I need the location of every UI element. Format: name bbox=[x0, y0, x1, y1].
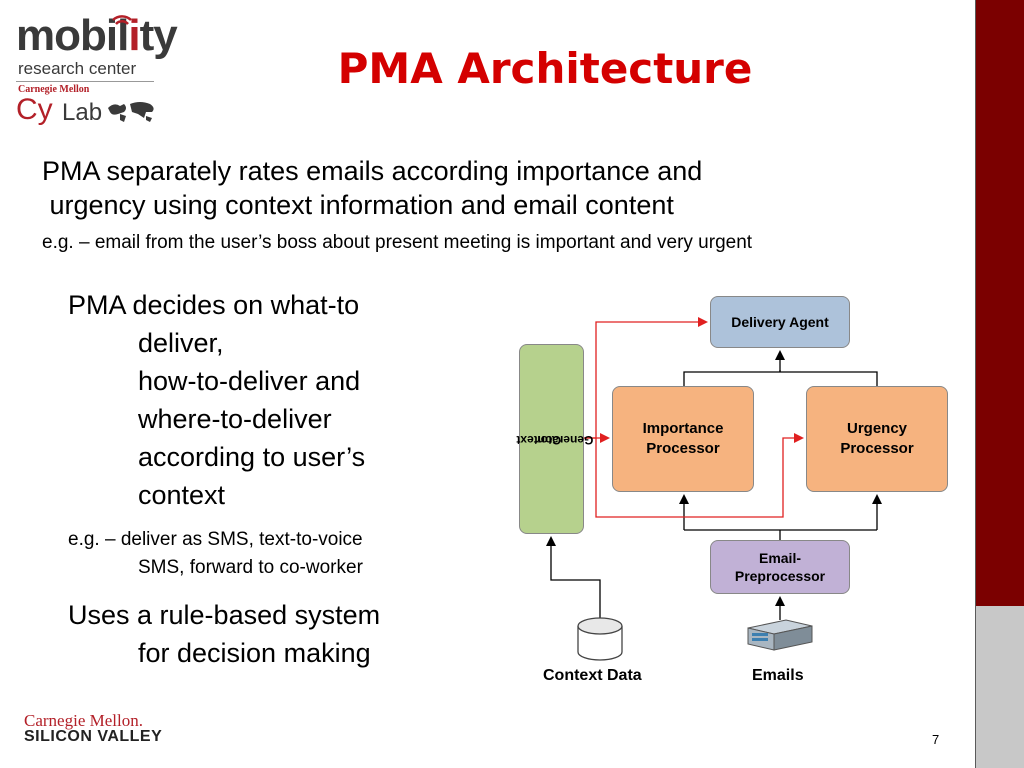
slide-title: PMA Architecture bbox=[337, 44, 753, 93]
intro-paragraph: PMA separately rates emails according im… bbox=[42, 154, 942, 222]
context-to-urgency-arrow bbox=[595, 433, 804, 518]
left-bullet-text: PMA decides on what-to deliver, how-to-d… bbox=[68, 286, 468, 672]
bullet-line: deliver, bbox=[138, 328, 224, 358]
bullet-line: for decision making bbox=[138, 638, 371, 668]
wifi-signal-icon bbox=[112, 15, 132, 25]
intro-example: e.g. – email from the user’s boss about … bbox=[42, 232, 753, 253]
footer-carnegie-mellon: Carnegie Mellon. bbox=[24, 711, 143, 730]
decorative-bar-border bbox=[975, 0, 976, 768]
emails-label: Emails bbox=[752, 667, 804, 684]
processors-merge-line bbox=[683, 370, 878, 386]
context-data-label: Context Data bbox=[543, 667, 642, 684]
preprocessor-split-line bbox=[684, 529, 877, 540]
decorative-bar-dark bbox=[975, 0, 1024, 606]
bullet-line: Uses a rule-based system bbox=[68, 600, 381, 630]
bullet-line: where-to-deliver bbox=[138, 404, 332, 434]
bullet-example: e.g. – deliver as SMS, text-to-voice SMS… bbox=[68, 526, 468, 582]
intro-line-2: urgency using context information and em… bbox=[42, 190, 674, 220]
bullet-line: PMA decides on what-to bbox=[68, 290, 360, 320]
research-center-text: research center bbox=[18, 59, 137, 78]
context-data-to-generator-arrow bbox=[546, 536, 601, 618]
cylab-lab-text: Lab bbox=[62, 99, 103, 126]
decorative-bar-light bbox=[975, 606, 1024, 768]
mobility-wordmark: mobility bbox=[16, 11, 178, 60]
bullet-rule-based: Uses a rule-based system for decision ma… bbox=[68, 596, 468, 672]
email-preprocessor-box: Email-Preprocessor bbox=[710, 540, 850, 594]
bullet-line: context bbox=[138, 480, 226, 510]
database-icon bbox=[577, 617, 623, 661]
bullet-line: how-to-deliver and bbox=[138, 366, 361, 396]
email-preprocessor-label: Email-Preprocessor bbox=[734, 550, 826, 584]
logo-divider bbox=[16, 81, 154, 82]
email-server-icon bbox=[747, 619, 813, 651]
example-line: SMS, forward to co-worker bbox=[138, 557, 363, 578]
bullet-pma-decides: PMA decides on what-to deliver, how-to-d… bbox=[68, 286, 468, 514]
cylab-cy-text: Cy bbox=[16, 93, 53, 126]
delivery-agent-box: Delivery Agent bbox=[710, 296, 850, 348]
example-line: e.g. – deliver as SMS, text-to-voice bbox=[68, 529, 363, 550]
world-map-icon bbox=[108, 102, 154, 122]
intro-line-1: PMA separately rates emails according im… bbox=[42, 156, 703, 186]
delivery-agent-label: Delivery Agent bbox=[731, 314, 829, 330]
bullet-line: according to user’s bbox=[138, 442, 366, 472]
carnegie-mellon-small-text: Carnegie Mellon bbox=[18, 84, 90, 95]
page-number: 7 bbox=[932, 732, 940, 747]
footer-silicon-valley: SILICON VALLEY bbox=[24, 728, 163, 745]
